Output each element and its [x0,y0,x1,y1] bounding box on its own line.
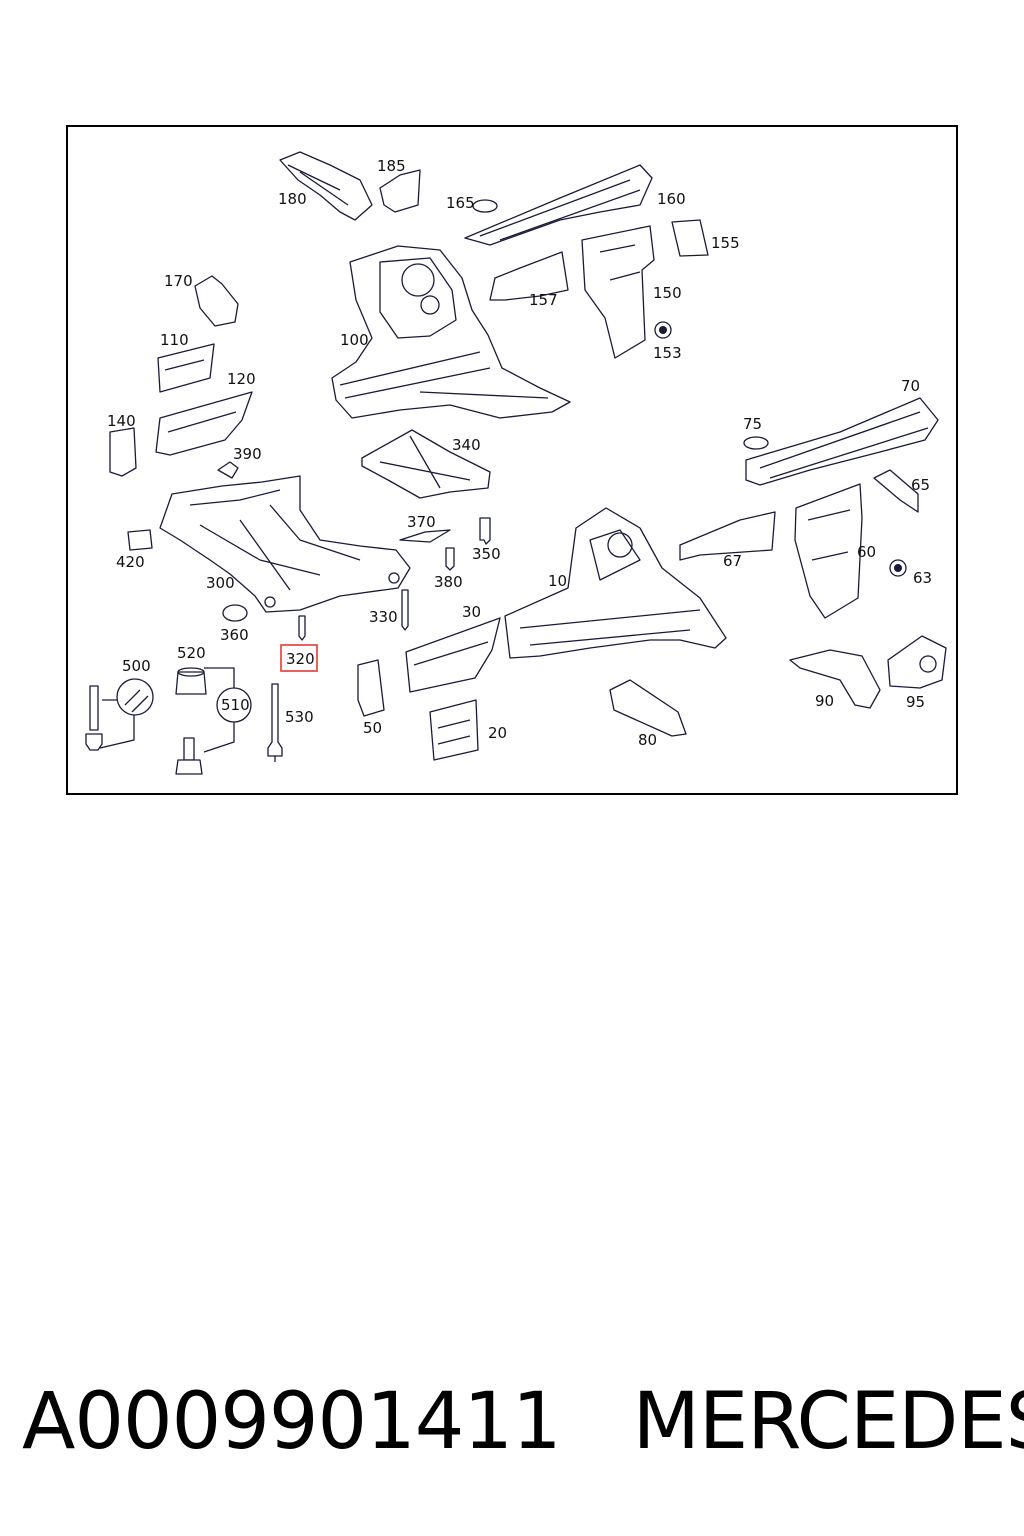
part-10-shape [504,507,727,659]
part-330-shape [401,589,409,631]
part-160-shape [464,164,653,246]
part-300-shape [159,475,411,613]
part-drawings [85,151,947,775]
part-number: A0009901411 [22,1377,562,1467]
callout-140[interactable]: 140 [107,412,136,430]
callout-110[interactable]: 110 [160,331,189,349]
callout-350[interactable]: 350 [472,545,501,563]
part-155-shape [671,219,709,257]
callout-63[interactable]: 63 [913,569,932,587]
callout-120[interactable]: 120 [227,370,256,388]
part-350-shape [479,517,491,545]
callout-60[interactable]: 60 [857,543,876,561]
part-360-shape [222,604,248,622]
part-180-shape [279,151,373,221]
part-30-shape [405,617,501,693]
callout-530[interactable]: 530 [285,708,314,726]
part-520-shape [175,671,207,695]
part-110-shape [157,343,215,393]
callout-80[interactable]: 80 [638,731,657,749]
callout-165[interactable]: 165 [446,194,475,212]
caption: A0009901411 MERCEDES [22,1372,1024,1472]
callout-300[interactable]: 300 [206,574,235,592]
callout-20[interactable]: 20 [488,724,507,742]
part-90-shape [789,649,881,709]
callout-157[interactable]: 157 [529,291,558,309]
part-165-shape [472,199,498,213]
part-530-shape [267,683,283,757]
part-420-shape [127,529,153,551]
part-185-shape [379,169,421,213]
parts-diagram: 10 20 30 50 60 63 65 67 70 75 80 90 95 1… [85,151,947,775]
callout-50[interactable]: 50 [363,719,382,737]
callout-70[interactable]: 70 [901,377,920,395]
callout-390[interactable]: 390 [233,445,262,463]
part-510-bolt-shape [183,737,195,761]
callout-180[interactable]: 180 [278,190,307,208]
part-170-shape [194,275,239,327]
part-157-shape [489,251,569,301]
callout-510[interactable]: 510 [221,696,250,714]
callout-340[interactable]: 340 [452,436,481,454]
part-60-shape [794,483,863,619]
part-500-stud-shape [89,685,99,731]
callout-labels: 10 20 30 50 60 63 65 67 70 75 80 90 95 1… [107,157,932,749]
callout-90[interactable]: 90 [815,692,834,710]
callout-10[interactable]: 10 [548,572,567,590]
callout-370[interactable]: 370 [407,513,436,531]
part-390-shape [217,461,239,479]
callout-320[interactable]: 320 [286,650,315,668]
part-500-wrench-icon [116,678,154,716]
callout-520[interactable]: 520 [177,644,206,662]
part-140-shape [109,427,137,477]
part-75-shape [743,436,769,450]
callout-330[interactable]: 330 [369,608,398,626]
callout-65[interactable]: 65 [911,476,930,494]
part-95-shape [887,635,947,689]
part-380-shape [445,547,455,571]
callout-150[interactable]: 150 [653,284,682,302]
part-370-shape [399,529,451,543]
part-80-shape [609,679,687,737]
part-20-shape [429,699,479,761]
callout-160[interactable]: 160 [657,190,686,208]
callout-360[interactable]: 360 [220,626,249,644]
part-50-shape [357,659,385,717]
highlight-box [280,644,318,672]
callout-155[interactable]: 155 [711,234,740,252]
part-150-shape [581,225,655,359]
callout-185[interactable]: 185 [377,157,406,175]
diagram-frame [66,125,958,795]
part-65-shape [873,469,919,513]
part-100-shape [331,245,571,419]
callout-75[interactable]: 75 [743,415,762,433]
part-120-shape [155,391,253,456]
part-320-shape [298,615,306,641]
part-70-shape [745,397,939,486]
callout-380[interactable]: 380 [434,573,463,591]
callout-500[interactable]: 500 [122,657,151,675]
callout-67[interactable]: 67 [723,552,742,570]
callout-420[interactable]: 420 [116,553,145,571]
callout-95[interactable]: 95 [906,693,925,711]
callout-30[interactable]: 30 [462,603,481,621]
callout-170[interactable]: 170 [164,272,193,290]
part-67-shape [679,511,776,561]
callout-100[interactable]: 100 [340,331,369,349]
brand-name: MERCEDES [632,1377,1024,1467]
callout-153[interactable]: 153 [653,344,682,362]
